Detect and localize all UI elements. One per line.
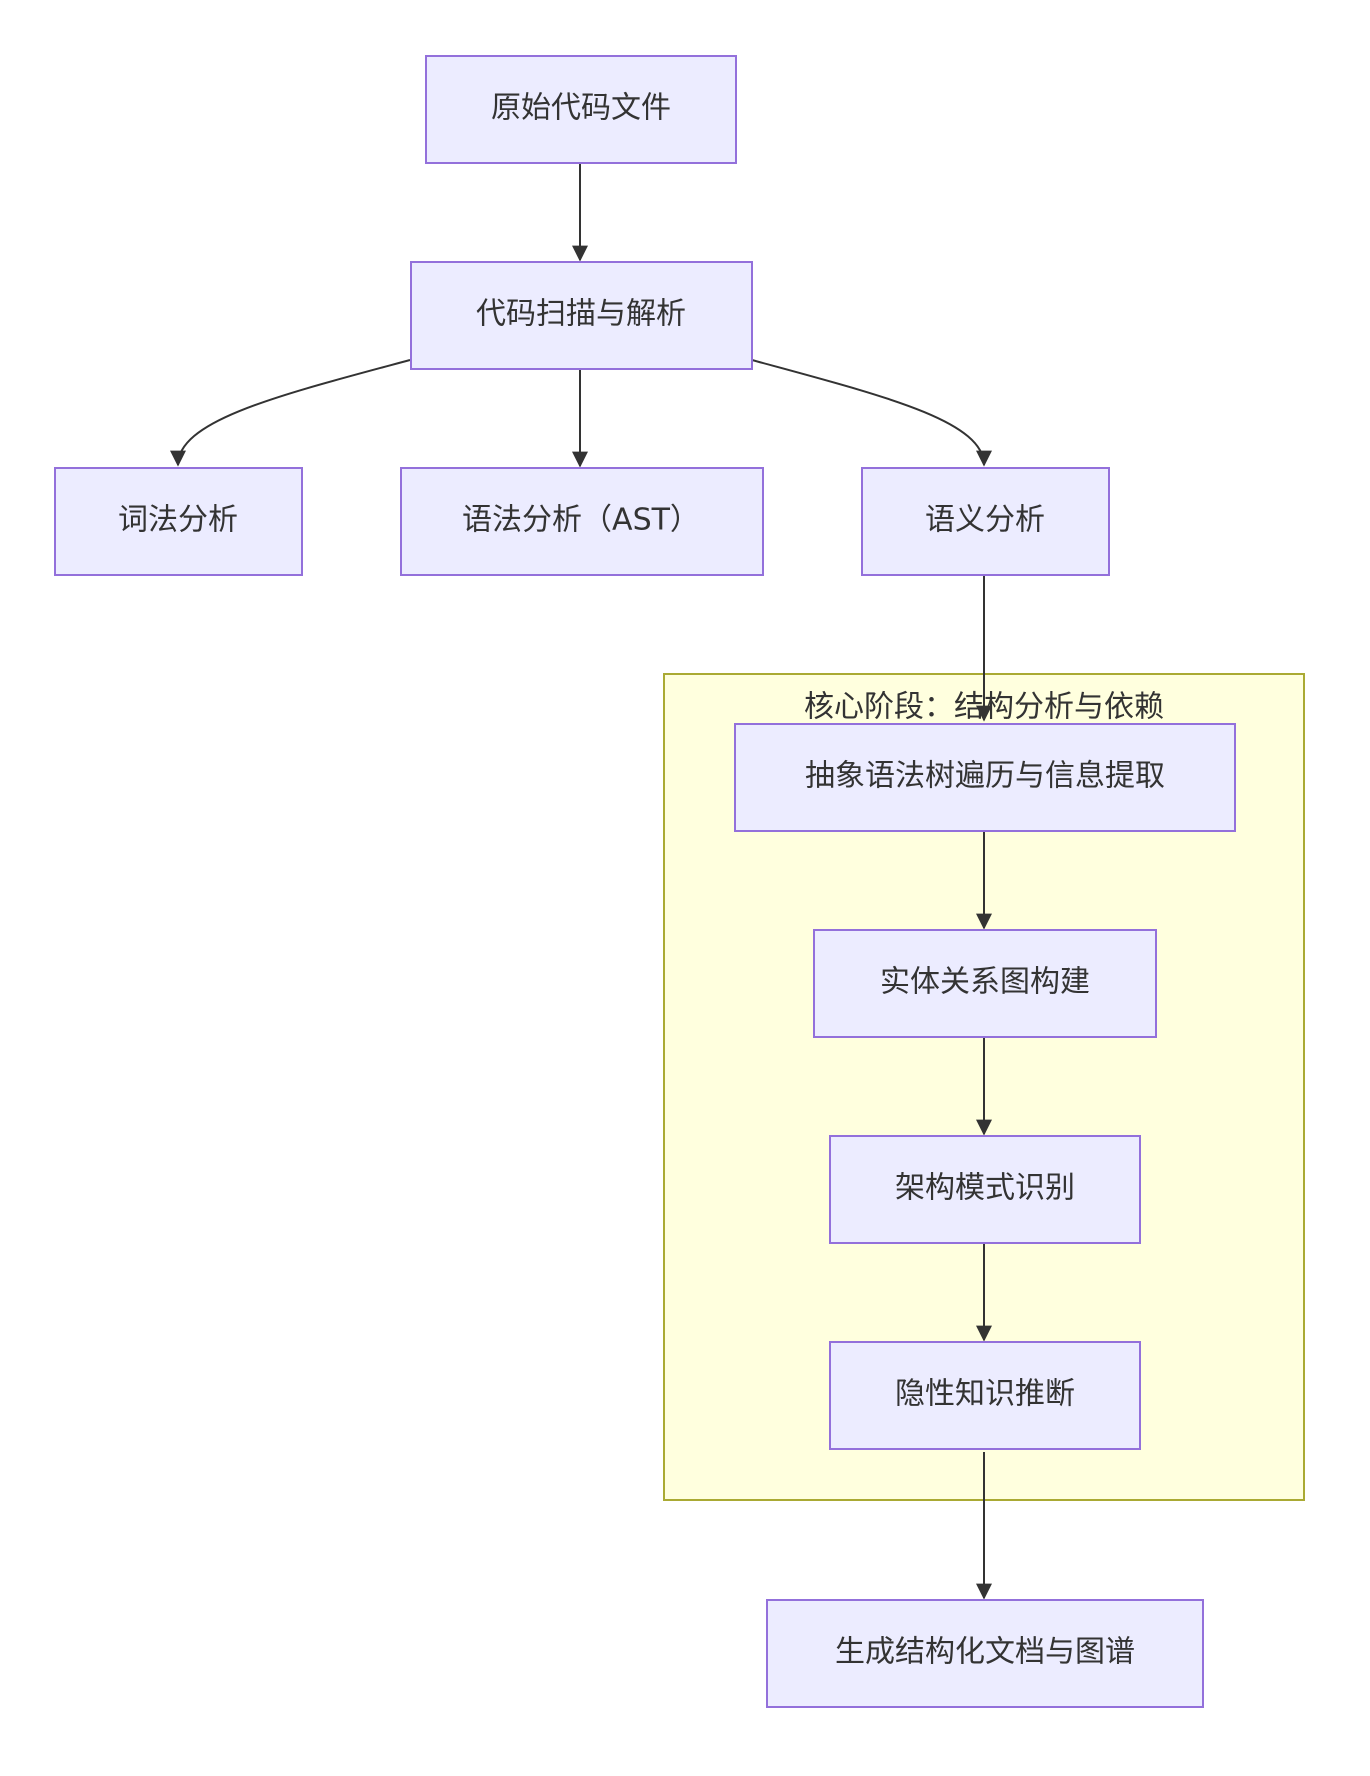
node-label: 实体关系图构建 xyxy=(880,965,1090,1000)
node-lexical-analysis[interactable]: 词法分析 xyxy=(54,467,303,576)
node-label: 抽象语法树遍历与信息提取 xyxy=(805,759,1165,794)
node-label: 隐性知识推断 xyxy=(895,1377,1075,1412)
node-semantic-analysis[interactable]: 语义分析 xyxy=(861,467,1110,576)
node-box xyxy=(54,467,303,576)
node-implicit-inference[interactable]: 隐性知识推断 xyxy=(829,1341,1141,1450)
node-label: 架构模式识别 xyxy=(895,1171,1075,1206)
node-box xyxy=(400,467,764,576)
node-label: 原始代码文件 xyxy=(491,91,671,126)
node-entity-graph[interactable]: 实体关系图构建 xyxy=(813,929,1157,1038)
node-label: 词法分析 xyxy=(118,503,238,538)
node-ast-traversal[interactable]: 抽象语法树遍历与信息提取 xyxy=(734,723,1236,832)
node-source-file[interactable]: 原始代码文件 xyxy=(425,55,737,164)
node-box xyxy=(861,467,1110,576)
node-label: 代码扫描与解析 xyxy=(476,297,686,332)
node-box xyxy=(829,1341,1141,1450)
edges xyxy=(170,164,992,1600)
node-box xyxy=(734,723,1236,832)
node-pattern-recognition[interactable]: 架构模式识别 xyxy=(829,1135,1141,1244)
node-label: 语义分析 xyxy=(925,503,1045,538)
node-box xyxy=(425,55,737,164)
node-box xyxy=(410,261,753,370)
node-box xyxy=(813,929,1157,1038)
node-label: 生成结构化文档与图谱 xyxy=(835,1635,1135,1670)
node-label: 语法分析（AST） xyxy=(462,503,700,538)
edge-scan-to-lexical xyxy=(170,359,411,467)
node-box xyxy=(829,1135,1141,1244)
node-syntax-analysis[interactable]: 语法分析（AST） xyxy=(400,467,764,576)
node-generate-output[interactable]: 生成结构化文档与图谱 xyxy=(766,1599,1204,1708)
edge-scan-to-semantic xyxy=(751,359,992,467)
node-box xyxy=(766,1599,1204,1708)
node-code-scan-parse[interactable]: 代码扫描与解析 xyxy=(410,261,753,370)
